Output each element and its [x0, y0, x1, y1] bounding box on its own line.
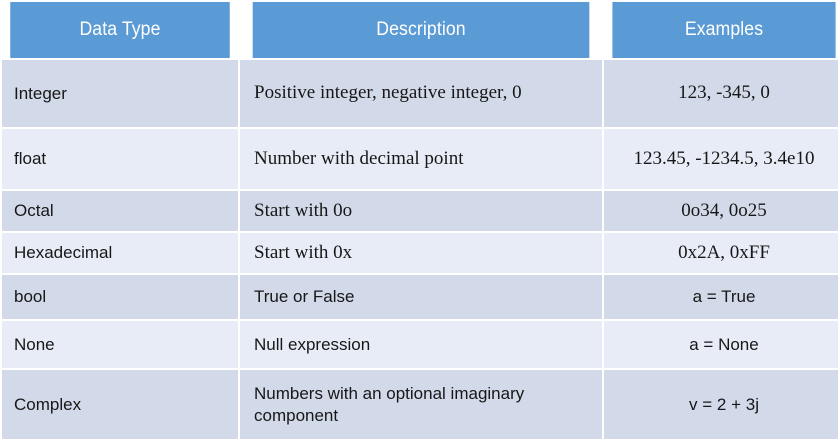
cell-data-type: bool [2, 275, 238, 319]
cell-examples: v = 2 + 3j [604, 370, 838, 439]
header-row: Data Type Description Examples [2, 2, 838, 58]
cell-data-type: None [2, 321, 238, 368]
cell-data-type: Octal [2, 191, 238, 231]
cell-examples: 123.45, -1234.5, 3.4e10 [604, 129, 838, 189]
cell-data-type: Integer [2, 60, 238, 127]
table-row: float Number with decimal point 123.45, … [2, 129, 838, 189]
table-row: None Null expression a = None [2, 321, 838, 368]
cell-data-type: float [2, 129, 238, 189]
table-row: Octal Start with 0o 0o34, 0o25 [2, 191, 838, 231]
cell-description: Number with decimal point [240, 129, 602, 189]
table-header: Data Type Description Examples [2, 2, 838, 58]
cell-description: True or False [240, 275, 602, 319]
cell-description: Start with 0o [240, 191, 602, 231]
cell-description: Positive integer, negative integer, 0 [240, 60, 602, 127]
cell-examples: a = None [604, 321, 838, 368]
header-data-type: Data Type [10, 2, 230, 58]
cell-examples: a = True [604, 275, 838, 319]
table-row: Complex Numbers with an optional imagina… [2, 370, 838, 439]
table-body: Integer Positive integer, negative integ… [2, 60, 838, 439]
header-examples: Examples [612, 2, 836, 58]
cell-examples: 0x2A, 0xFF [604, 233, 838, 273]
cell-examples: 123, -345, 0 [604, 60, 838, 127]
cell-examples: 0o34, 0o25 [604, 191, 838, 231]
cell-data-type: Hexadecimal [2, 233, 238, 273]
cell-description: Null expression [240, 321, 602, 368]
cell-description: Numbers with an optional imaginary compo… [240, 370, 602, 439]
cell-data-type: Complex [2, 370, 238, 439]
table-row: Integer Positive integer, negative integ… [2, 60, 838, 127]
table-row: Hexadecimal Start with 0x 0x2A, 0xFF [2, 233, 838, 273]
cell-description: Start with 0x [240, 233, 602, 273]
header-description: Description [252, 2, 590, 58]
table-row: bool True or False a = True [2, 275, 838, 319]
